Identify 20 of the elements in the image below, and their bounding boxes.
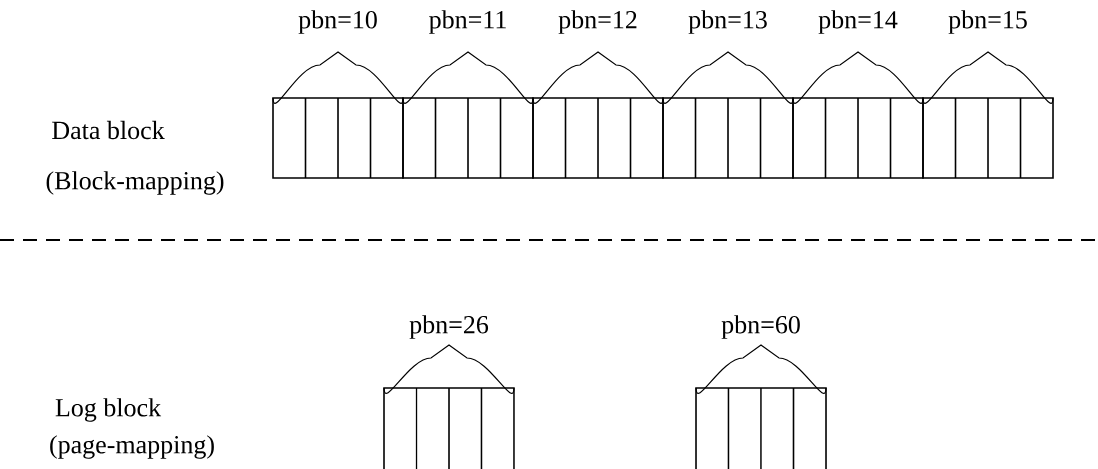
pbn-label: pbn=12 (558, 10, 637, 34)
block-type-label: Log block (55, 398, 162, 422)
pbn-label: pbn=15 (948, 10, 1027, 34)
block-drawing (402, 51, 534, 179)
block-drawing (922, 51, 1054, 179)
pbn-label: pbn=13 (688, 10, 767, 34)
pbn-label: pbn=60 (721, 315, 800, 339)
block-type-label: (Block-mapping) (46, 171, 224, 195)
block-drawing (383, 344, 515, 469)
pbn-label: pbn=11 (429, 10, 506, 34)
block-drawing (662, 51, 794, 179)
block-type-label: Data block (52, 120, 165, 140)
block-drawing (272, 51, 404, 179)
pbn-label: pbn=14 (818, 10, 898, 34)
pbn-label: pbn=10 (298, 10, 377, 34)
pbn-label: pbn=26 (409, 315, 489, 339)
block-type-label: (page-mapping) (50, 435, 214, 459)
block-drawing (532, 51, 664, 179)
block-drawing (695, 344, 827, 469)
block-drawing (792, 51, 924, 179)
